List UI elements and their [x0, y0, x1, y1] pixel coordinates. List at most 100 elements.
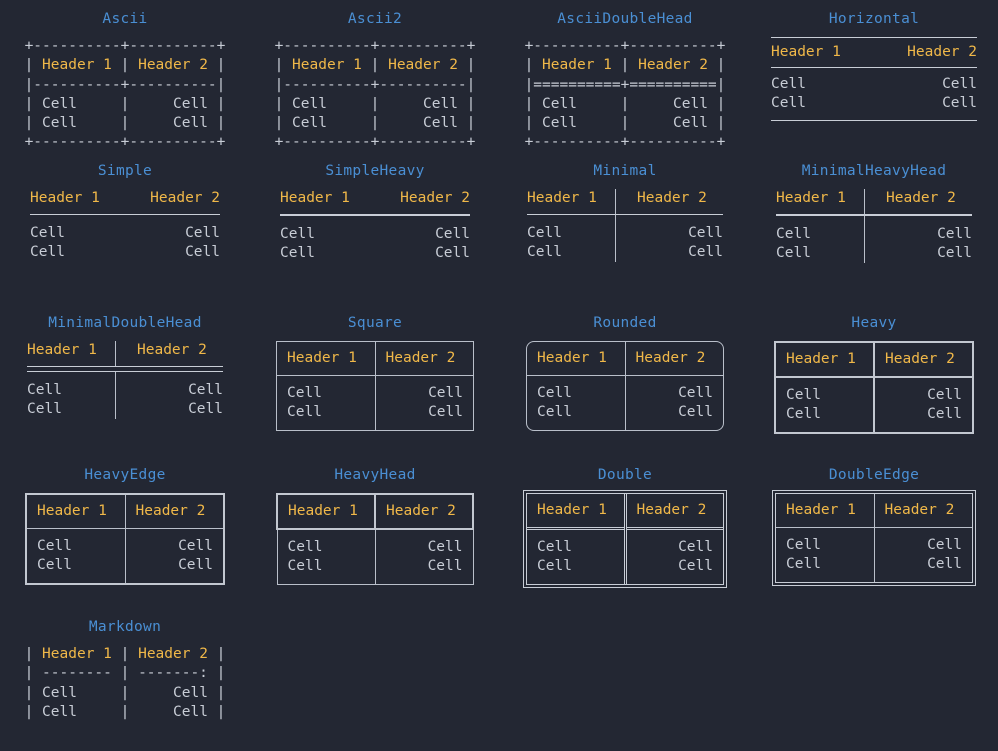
table-border: |==========+==========| — [524, 76, 726, 93]
table-cell: Cell — [527, 403, 626, 430]
table-card-markdown: Markdown| Header 1 | Header 2 | | ------… — [0, 608, 250, 751]
table-cell: Cell — [185, 225, 220, 241]
table-border: | — [207, 115, 226, 132]
column-header-1: Header 1 — [277, 342, 376, 376]
ascii-art-table: +----------+----------+ | Header 1 | Hea… — [275, 37, 476, 153]
table-cell: Cell — [27, 382, 62, 398]
table-border: | — [524, 95, 543, 112]
table-style-title: Horizontal — [828, 11, 920, 27]
column-header-1: Header 1 — [276, 493, 376, 530]
table-border: | — [111, 57, 139, 74]
table-style-title: HeavyHead — [334, 467, 416, 483]
spacer — [350, 189, 400, 208]
table-border: | — [361, 57, 389, 74]
table-cell: Cell — [138, 703, 208, 720]
table-rule-head — [771, 67, 977, 68]
table-rule-head — [30, 214, 220, 215]
table-style-title: AsciiDoubleHead — [557, 11, 693, 27]
table-cell: Cell — [542, 95, 612, 112]
column-header-1: Header 1 — [280, 190, 350, 206]
spacer — [65, 224, 185, 243]
table-cell: Cell — [42, 95, 112, 112]
column-header-1: Header 1 — [27, 342, 97, 358]
table-cell: Cell — [30, 225, 65, 241]
table-border: | — [457, 57, 476, 74]
column-header-2: Header 2 — [635, 350, 706, 366]
spacer — [315, 244, 435, 263]
table-cell: Cell — [678, 539, 713, 555]
table-cell: Cell — [188, 401, 223, 417]
column-header: Header 1 — [42, 57, 112, 74]
table-cell: Cell — [138, 684, 208, 701]
table-style-title: HeavyEdge — [84, 467, 166, 483]
table-border: | — [24, 646, 43, 662]
spacer — [315, 225, 435, 244]
table-cell: Cell — [776, 527, 875, 555]
table-rule-head — [527, 214, 723, 215]
column-header-2: Header 2 — [400, 190, 470, 206]
table-border: | — [111, 703, 139, 720]
column-header-1: Header 1 — [771, 44, 841, 60]
table-cell: Cell — [374, 529, 474, 557]
column-header: Header 1 — [42, 646, 112, 662]
table-border: +----------+----------+ — [24, 38, 226, 54]
table-border: | — [207, 95, 226, 112]
table-style-title: Rounded — [593, 315, 657, 331]
table-border: | — [457, 95, 476, 112]
table-border: +----------+----------+ — [24, 134, 226, 151]
table-head: Header 1 Header 2 — [277, 342, 473, 376]
table-rule-top — [771, 37, 977, 38]
table-border: | — [707, 95, 726, 112]
table-cell: Cell — [776, 226, 811, 242]
table-border: | — [111, 95, 139, 112]
table-cell: Cell — [638, 115, 708, 132]
spacer — [65, 243, 185, 262]
table-border: | — [207, 684, 226, 701]
table-cell: Cell — [178, 557, 213, 573]
table-card-ascii: Ascii+----------+----------+ | Header 1 … — [0, 0, 250, 152]
column-header-2: Header 2 — [385, 350, 456, 366]
table-cell: Cell — [27, 401, 62, 417]
column-header: Header 2 — [138, 646, 208, 662]
column-header-2: Header 2 — [886, 190, 956, 206]
column-header: Header 2 — [388, 57, 458, 74]
table-cell: Cell — [688, 225, 723, 241]
column-header-2: Header 2 — [885, 351, 955, 367]
table-border: | — [24, 703, 43, 720]
table-cell: Cell — [942, 95, 977, 111]
table-style-title: Simple — [97, 163, 153, 179]
column-header-1: Header 1 — [527, 190, 597, 206]
table-cell: Cell — [771, 95, 806, 111]
ascii-art-table: | Header 1 | Header 2 | | -------- | ---… — [25, 645, 226, 722]
